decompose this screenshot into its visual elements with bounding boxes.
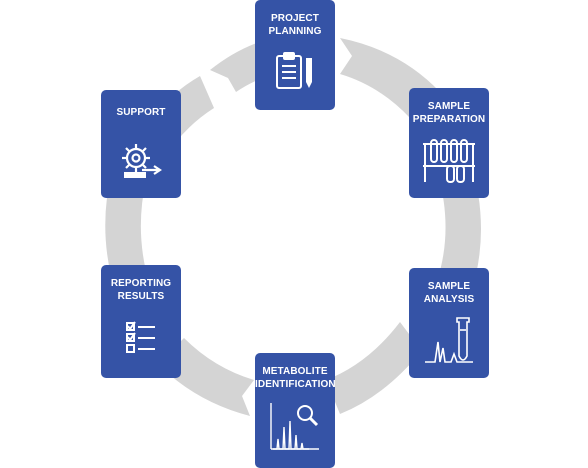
test-tube-rack-icon xyxy=(409,136,489,186)
gear-wrench-icon xyxy=(101,140,181,186)
step-label: SUPPORT xyxy=(116,107,166,118)
step-card-project-planning: PROJECT PLANNING xyxy=(255,0,335,110)
step-card-sample-analysis: SAMPLE ANALYSIS xyxy=(409,268,489,378)
ring-arrow-segment xyxy=(326,322,430,414)
step-card-support: SUPPORT xyxy=(101,90,181,198)
ring-arrow-segment xyxy=(150,76,214,142)
step-card-metabolite-identification: METABOLITE IDENTIFICATION xyxy=(255,353,336,468)
step-label: PROJECT PLANNING xyxy=(268,13,322,37)
checklist-icon xyxy=(101,319,181,359)
step-label: METABOLITE IDENTIFICATION xyxy=(255,366,336,390)
chromatogram-vial-icon xyxy=(409,312,489,368)
step-label: SAMPLE ANALYSIS xyxy=(423,281,475,305)
ring-arrow-segment xyxy=(158,338,254,416)
step-label: REPORTING RESULTS xyxy=(110,278,172,302)
step-card-reporting-results: REPORTING RESULTS xyxy=(101,265,181,378)
spectrum-magnifier-icon xyxy=(255,399,335,457)
step-card-sample-preparation: SAMPLE PREPARATION xyxy=(409,88,489,198)
step-label: SAMPLE PREPARATION xyxy=(412,101,486,125)
clipboard-pencil-icon xyxy=(255,50,335,94)
